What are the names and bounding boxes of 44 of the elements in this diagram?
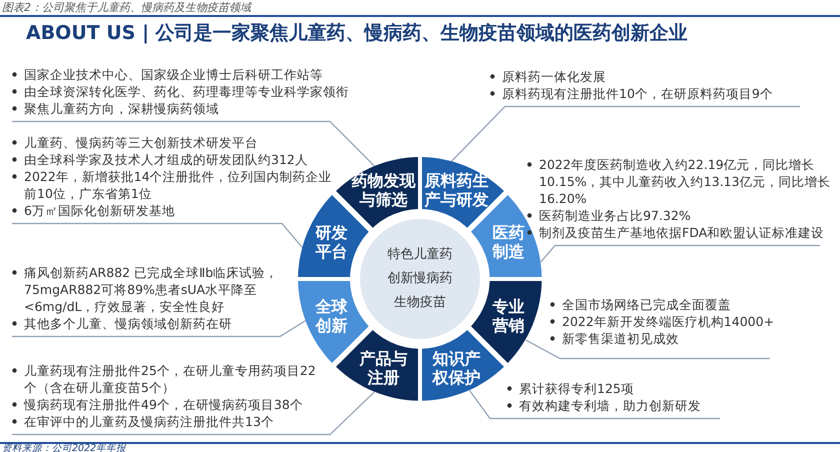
bullet-text: 其他多个儿童、慢病领域创新药在研 <box>24 315 232 332</box>
center-circle <box>360 219 480 339</box>
leader-line <box>12 392 375 436</box>
bullet-text: 国家企业技术中心、国家级企业博士后科研工作站等 <box>24 66 323 83</box>
bullet-text: 儿童药、慢病药等三大创新技术研发平台 <box>24 134 258 151</box>
bullet-text: 2022年，新增获批14个注册批件，位列国内制药企业前10位，广东省第1位 <box>24 168 332 202</box>
segment-label: 产品与注册 <box>358 348 408 387</box>
segment-label: 医药制造 <box>492 223 526 262</box>
center-text: 生物疫苗 <box>394 294 446 312</box>
bullet-text: 医药制造业务占比97.32% <box>539 207 691 224</box>
bullet-text: 在审评中的儿童药及慢病药注册批件共13个 <box>24 413 274 430</box>
bullet-text: 原料药一体化发展 <box>502 68 606 85</box>
bullet-text: 聚焦儿童药方向，深耕慢病药领域 <box>24 100 219 117</box>
center-text: 创新慢病药 <box>388 270 452 288</box>
bullet-text: 新零售渠道初见成效 <box>562 330 679 347</box>
heading: ABOUT US | 公司是一家聚焦儿童药、慢病药、生物疫苗领域的医药创新企业 <box>26 21 688 46</box>
leader-line <box>540 244 820 262</box>
leader-line <box>525 339 770 360</box>
leader-line <box>469 390 720 420</box>
bullet-text: 2022年新开发终端医疗机构14000+ <box>562 313 774 330</box>
leader-line <box>12 320 306 338</box>
bullet-text: 有效构建专利墙，助力创新研发 <box>519 397 701 414</box>
segment-label: 专业营销 <box>492 296 526 335</box>
bullet-text: 制剂及疫苗生产基地依据FDA和欧盟认证标准建设 <box>539 224 824 241</box>
bullet-text: 原料药现有注册批件10个，在研原料药项目9个 <box>502 85 773 102</box>
center-text: 特色儿童药 <box>388 246 452 264</box>
bullet-text: 由全球资深转化医学、药化、药理毒理等专业科学家领衔 <box>24 83 349 100</box>
figure-caption: 图表2：公司聚焦于儿童药、慢病药及生物疫苗领域 <box>2 0 251 15</box>
bullet-text: 2022年度医药制造收入约22.19亿元，同比增长10.15%，其中儿童药收入约13.13亿元，同比增长16.20% <box>539 156 832 207</box>
leader-line <box>12 120 375 166</box>
bullet-text: 全国市场网络已完成全面覆盖 <box>562 296 731 313</box>
segment-label: 知识产权保护 <box>432 348 482 387</box>
bullet-text: 慢病药现有注册批件49个，在研慢病药项目38个 <box>24 396 303 413</box>
segment-label: 研发平台 <box>314 223 348 262</box>
segment-label: 原料药生产与研发 <box>424 171 490 210</box>
source-note: 资料来源：公司2022年年报 <box>2 444 126 452</box>
bullet-text: 累计获得专利125项 <box>519 380 634 397</box>
leader-line <box>451 106 800 162</box>
leader-line <box>12 222 303 248</box>
bullet-text: 6万㎡国际化创新研发基地 <box>24 202 175 219</box>
segment-label: 全球创新 <box>314 296 348 335</box>
bullet-text: 儿童药现有注册批件25个，在研儿童专用药项目22个（含在研儿童疫苗5个） <box>24 362 317 396</box>
bullet-text: 由全球科学家及技术人才组成的研发团队约312人 <box>24 151 308 168</box>
bullet-text: 痛风创新药AR882 已完成全球Ⅱb临床试验，75mgAR882可将89%患者sUA水平降至<6mg/dL，疗效显著，安全性良好 <box>24 264 280 315</box>
